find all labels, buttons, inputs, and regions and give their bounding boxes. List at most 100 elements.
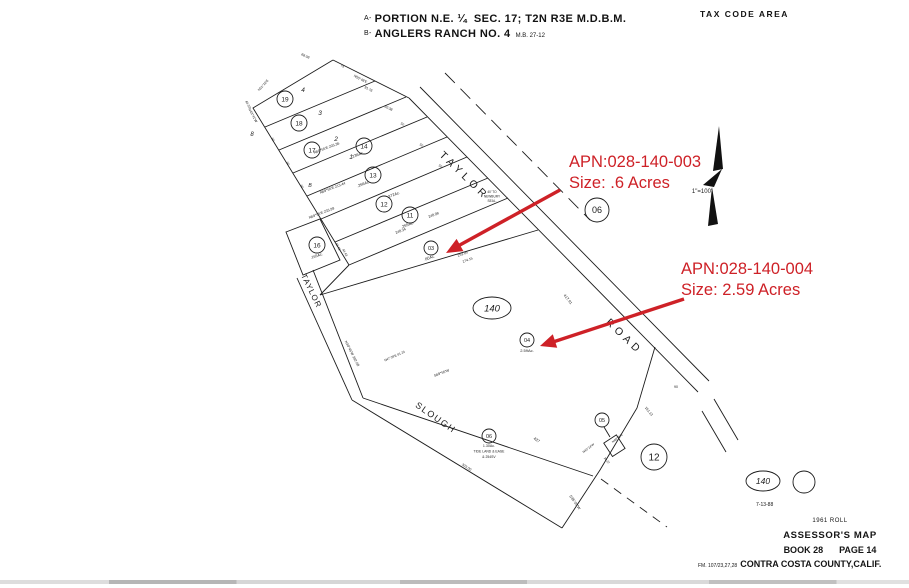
parcel-number-circle (519, 332, 535, 348)
apn-004-arrow-head (540, 334, 558, 348)
parcel-number-circle (594, 412, 610, 428)
parcel-number-label: 13 (369, 172, 377, 179)
slough-southeast-line (351, 399, 563, 529)
parcel-number-label: 05 (599, 418, 605, 424)
map-dimension-label: 248.34 (395, 227, 407, 235)
fm-reference: FM. 107/23,27,28 (698, 563, 738, 569)
parcel-number-label: 12 (380, 201, 388, 208)
map-dimension-label: 48.43 (334, 242, 341, 251)
parcel-05-leader-line (603, 426, 611, 438)
map-dimension-label: 91.76 (364, 85, 374, 93)
map-dimension-label: .265Ac. (400, 220, 414, 229)
parcel-number-circle (355, 137, 373, 155)
map-dimension-label: N30°45'W 302.68 (344, 340, 360, 367)
parcel-number-circle (290, 114, 308, 132)
parcel-number-circle (640, 443, 668, 471)
title-b-prefix: B- (364, 30, 372, 37)
apn-004-arrow-shaft (552, 297, 685, 344)
north-arrow-lower-blade (708, 187, 718, 226)
map-dimension-label: 50 (285, 161, 290, 166)
parcel-number-label: 03 (428, 246, 434, 252)
north-arrow-upper-blade (713, 126, 723, 171)
assessors-map-title: ASSESSOR'S MAP (783, 530, 877, 541)
map-book-number: 140 (484, 303, 501, 314)
parcel-number-label: 16 (313, 242, 321, 249)
book-page-line: BOOK 28 PAGE 14 (765, 545, 895, 555)
map-dimension-label: 8 (250, 132, 254, 138)
lot-separator (334, 177, 489, 243)
map-dimension-label: 437 (533, 436, 542, 444)
map-dimension-label: N43°41'W (248, 108, 259, 124)
map-dimension-label: 4 (301, 87, 305, 94)
map-dimension-label: N69°55'E 203.36 (313, 141, 340, 154)
apn-003-size: Size: .6 Acres (569, 173, 670, 192)
block-west-boundary (252, 59, 350, 266)
empty-circle (792, 470, 816, 494)
apn-003-arrow-head (446, 238, 464, 253)
map-dimension-label: 40' TO (487, 190, 497, 194)
map-dimension-label: N51°10'E (257, 78, 270, 92)
parcel-number-circle (276, 90, 294, 108)
parcel-number-circle (308, 236, 326, 254)
boundary-dashed-line (600, 478, 668, 528)
map-dimension-label: N40°36'E (611, 433, 624, 444)
parcel-number-label: 18 (295, 120, 303, 127)
apn-annotation-003: APN:028-140-003 Size: .6 Acres (569, 152, 701, 193)
map-dimension-label: N69°55'E 233.99 (308, 206, 335, 219)
map-dimension-label: & 254SV (482, 455, 496, 459)
map-dimension-label: 417.91 (563, 294, 573, 306)
map-dimension-label: 1 (349, 154, 353, 161)
north-arrow (703, 126, 723, 226)
map-dimension-label: 50 (419, 143, 424, 148)
page-label: PAGE 14 (839, 545, 877, 555)
parcel-number-circle (423, 240, 439, 256)
apn-003-arrow-shaft (457, 188, 561, 248)
title-a-prefix: A- (364, 15, 372, 22)
map-dimension-label: 3 (318, 110, 322, 117)
map-dimension-label: 50 (400, 122, 405, 127)
map-dimension-label: .266Ac. (356, 179, 370, 188)
parcel-05-outline (603, 434, 626, 458)
map-dimension-label: 20.37 (603, 456, 611, 465)
lot-separator (348, 197, 509, 266)
map-dimension-label: 248.98 (428, 211, 440, 219)
map-dimension-label: NEWBURY (484, 195, 501, 199)
map-dimension-label: TIDE LAND & EASE (474, 450, 506, 454)
map-dimension-label: B (308, 183, 312, 189)
map-dimension-label: 303.00 (461, 463, 472, 472)
apn-004-size: Size: 2.59 Acres (681, 280, 801, 299)
parcel-number-circle (481, 428, 497, 444)
parcel-number-label: 19 (281, 96, 289, 103)
map-dimension-label: 75 (340, 63, 345, 68)
boundary-dashed-line (444, 72, 591, 221)
map-dimension-label: 253.09 (457, 250, 468, 257)
map-dimension-label: .60Ac. (423, 253, 435, 262)
slough-northwest-line (362, 397, 594, 477)
map-dimension-label: 44.43 (341, 248, 348, 257)
road-extension-line (701, 410, 727, 453)
map-book-number: 140 (756, 476, 770, 486)
map-dimension-label: N69°55'E 213.44 (319, 181, 346, 194)
parcel-number-label: 06 (486, 434, 492, 440)
parcel-number-label: 06 (592, 205, 602, 215)
map-dimension-label: 50.38 (384, 104, 394, 112)
parcel-16-boundary (285, 218, 341, 276)
parcel-140-north-edge (319, 229, 539, 296)
map-revision-date: 7-13-88 (756, 502, 774, 508)
title-a-text: PORTION N.E. ¼ SEC. 17; T2N R3E M.D.B.M. (374, 13, 627, 25)
apn-003-number: APN:028-140-003 (569, 153, 702, 171)
parcel-linework (252, 59, 739, 529)
map-dimension-label: 50 (299, 184, 304, 189)
map-dimension-label: 44.03 (244, 100, 252, 109)
map-dimension-label: 161.13 (644, 406, 654, 417)
map-dimension-label: 2 (333, 136, 338, 143)
parcel-number-circle (303, 141, 321, 159)
map-dimension-label: N50°48'E (353, 74, 369, 85)
parcel-number-label: 04 (524, 338, 530, 344)
book-label: BOOK 28 (783, 545, 824, 555)
north-arrow-mid-blade (703, 169, 722, 187)
map-dimension-label: N43°24'W (582, 442, 595, 454)
